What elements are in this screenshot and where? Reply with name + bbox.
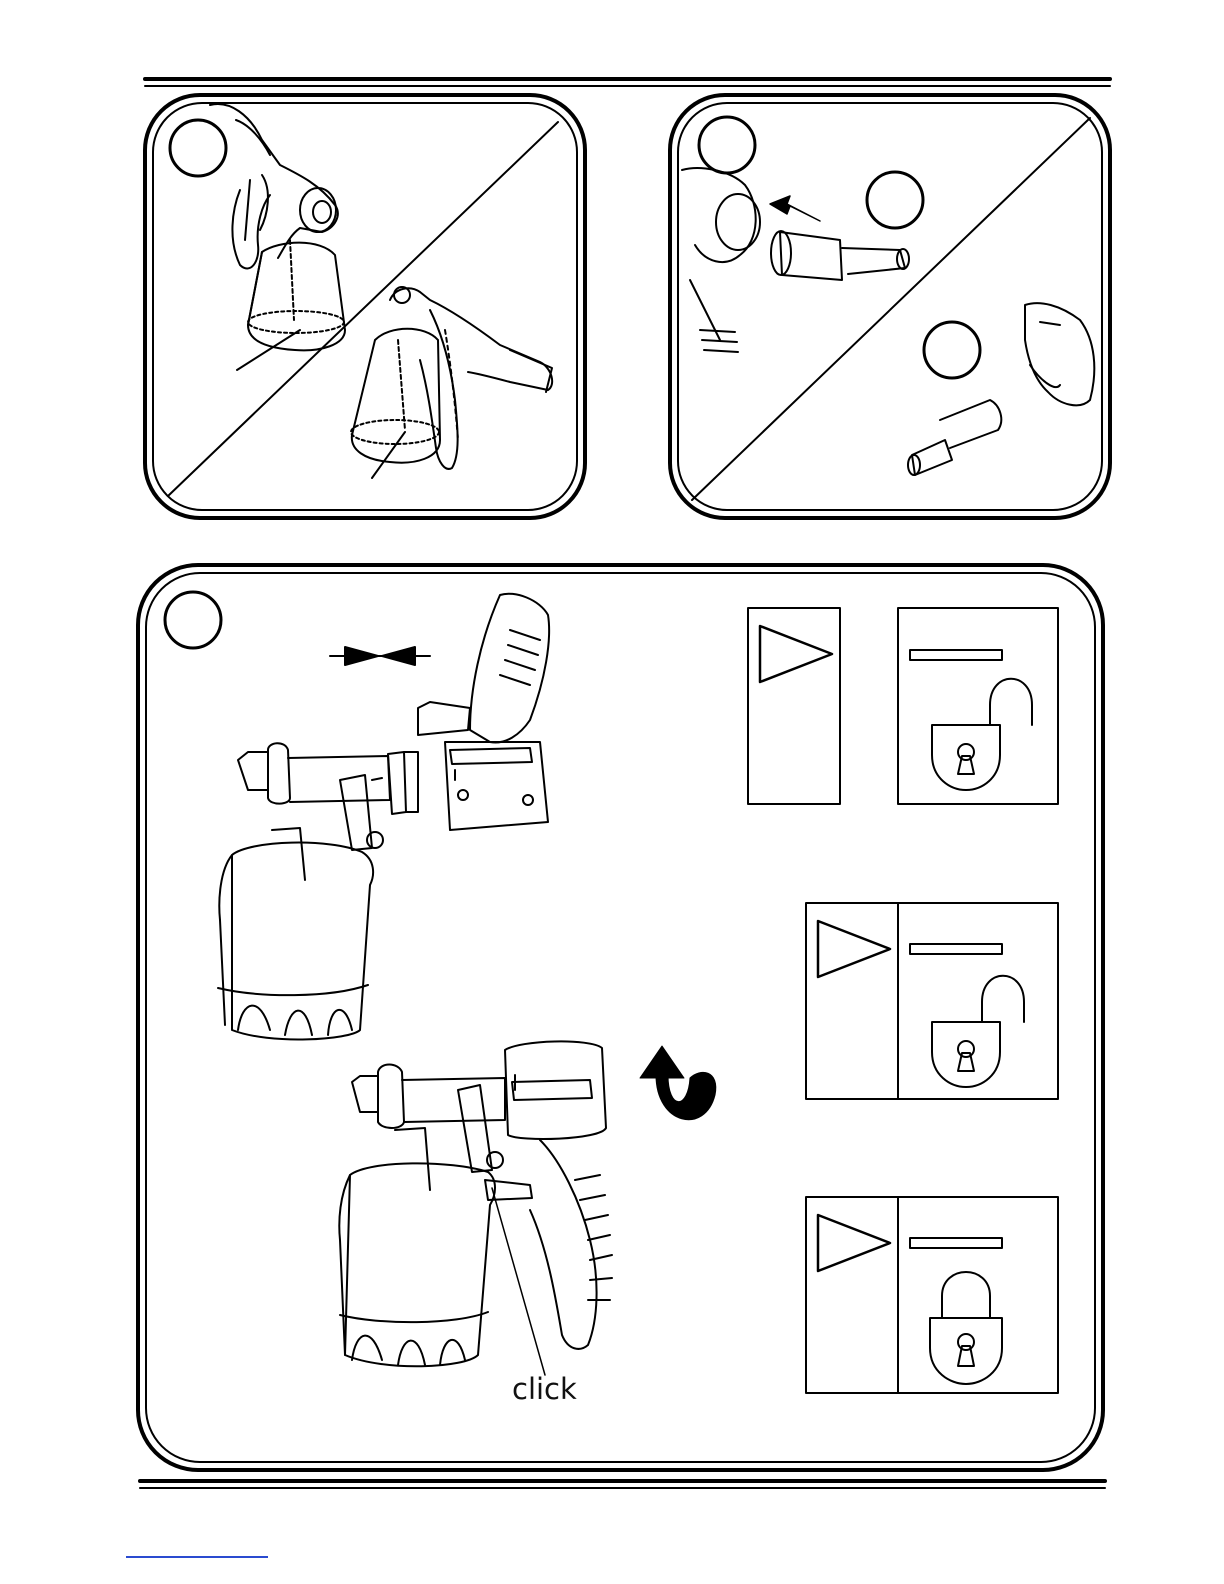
lock-closed-icon: [930, 1272, 1002, 1384]
step-marker: [924, 322, 980, 378]
panel-attach-handle: [138, 565, 1103, 1470]
header-rule: [145, 79, 1110, 86]
footer-link-underline[interactable]: [126, 1556, 268, 1558]
step-marker: [699, 117, 755, 173]
rotate-arrow-icon: [640, 1046, 716, 1120]
step-marker: [165, 592, 221, 648]
handle-icon: [1025, 303, 1094, 405]
lock-open-icon: [932, 976, 1024, 1087]
spray-gun-icon: [210, 104, 338, 268]
step-marker: [867, 172, 923, 228]
cup-icon: [218, 828, 373, 1039]
nozzle-icon: [771, 231, 909, 280]
filter-icon: [908, 400, 1001, 475]
spray-head-icon: [352, 1065, 505, 1173]
spray-head-icon: [238, 743, 418, 850]
step-marker: [170, 120, 226, 176]
spray-gun-icon: [390, 287, 552, 469]
suction-tube-icon: [372, 432, 405, 478]
lock-open-icon: [932, 679, 1032, 790]
cup-icon: [351, 329, 440, 463]
panel-nozzle-insert: [670, 95, 1110, 518]
lock-diagram-unlocked-separated: [748, 608, 1058, 804]
align-arrows-icon: [330, 647, 430, 665]
cup-icon: [339, 1128, 495, 1366]
footer-rule: [140, 1481, 1105, 1488]
lock-diagram-unlocked-joined: [806, 903, 1058, 1099]
cup-icon: [248, 240, 345, 350]
air-inlet-icon: [682, 168, 760, 352]
callout-line: [492, 1188, 545, 1375]
panel-remove-gun: [145, 95, 585, 518]
lock-diagram-locked: [806, 1197, 1058, 1393]
push-arrow-icon: [770, 196, 820, 221]
click-callout-label: click: [512, 1372, 577, 1406]
handle-icon: [418, 594, 549, 830]
